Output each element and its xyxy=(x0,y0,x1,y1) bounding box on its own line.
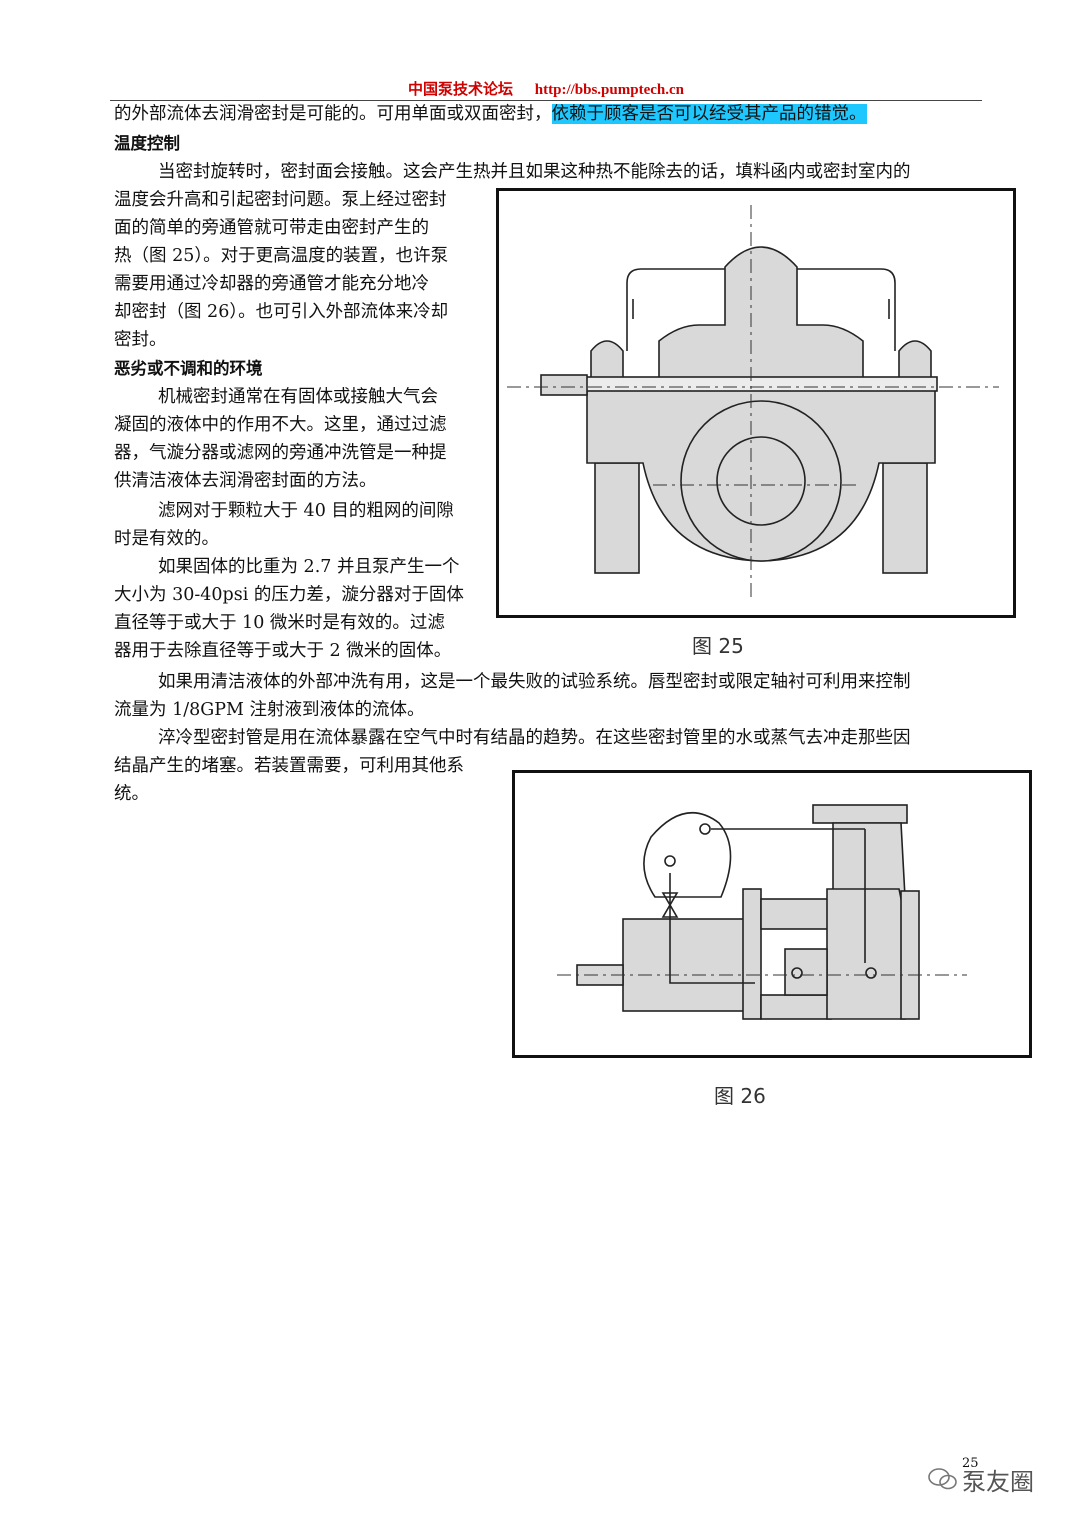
figure-26-caption: 图 26 xyxy=(714,1084,766,1108)
bypass-pipe-left xyxy=(626,268,725,351)
paragraph-line: 的外部流体去润滑密封是可能的。可用单面或双面密封，依赖于顾客是否可以经受其产品的… xyxy=(114,100,867,128)
frame-flange xyxy=(742,888,762,1020)
supply-line xyxy=(669,873,755,984)
shaft-end xyxy=(540,374,588,396)
discharge-nozzle xyxy=(832,822,906,898)
paragraph-line: 大小为 30-40psi 的压力差，漩分器对于固体 xyxy=(114,585,464,605)
header-rule xyxy=(110,100,982,101)
bearing-cap-right xyxy=(898,340,932,382)
adapter-lower xyxy=(760,994,832,1020)
casing xyxy=(826,888,908,1020)
paragraph-line: 器，气漩分器或滤网的旁通冲洗管是一种提 xyxy=(114,443,447,463)
tank-outlet xyxy=(699,823,711,835)
paragraph-line: 直径等于或大于 10 微米时是有效的。过滤 xyxy=(114,613,445,633)
paragraph-line: 统。 xyxy=(114,784,149,804)
highlighted-text: 依赖于顾客是否可以经受其产品的错觉。 xyxy=(551,104,867,124)
figure-25-frame xyxy=(496,188,1016,618)
header-site-name: 中国泵技术论坛 xyxy=(408,82,514,98)
header-url[interactable]: http://bbs.pumptech.cn xyxy=(534,82,684,98)
bearing-housing xyxy=(622,918,748,1012)
impeller-eye xyxy=(716,436,806,526)
paragraph-line: 淬冷型密封管是用在流体暴露在空气中时有结晶的趋势。在这些密封管里的水或蒸气去冲走… xyxy=(158,728,911,748)
heading-temperature-control: 温度控制 xyxy=(114,134,180,153)
paragraph-line: 温度会升高和引起密封问题。泵上经过密封 xyxy=(114,190,447,210)
paragraph-line: 需要用通过冷却器的旁通管才能充分地冷 xyxy=(114,274,429,294)
page-header: 中国泵技术论坛 http://bbs.pumptech.cn xyxy=(110,78,982,100)
paragraph-line: 面的简单的旁通管就可带走由密封产生的 xyxy=(114,218,429,238)
paragraph-line: 当密封旋转时，密封面会接触。这会产生热并且如果这种热不能除去的话，填料函内或密封… xyxy=(158,162,911,182)
valve-icon xyxy=(661,892,679,918)
pump-foot-left xyxy=(594,462,640,574)
split-flange xyxy=(584,376,938,392)
upper-casing xyxy=(658,246,864,382)
discharge-flange xyxy=(812,804,908,824)
casing-cover xyxy=(900,890,920,1020)
paragraph-line: 器用于去除直径等于或大于 2 微米的固体。 xyxy=(114,641,452,661)
figure-25-pump-diagram xyxy=(507,205,999,599)
paragraph-line: 却密封（图 26）。也可引入外部流体来冷却 xyxy=(114,302,449,322)
wechat-icon xyxy=(928,1468,957,1490)
paragraph-line: 流量为 1/8GPM 注射液到液体的流体。 xyxy=(114,700,425,720)
pump-foot-right xyxy=(882,462,928,574)
paragraph-line: 如果固体的比重为 2.7 并且泵产生一个 xyxy=(158,557,460,577)
bypass-pipe-right xyxy=(797,268,896,351)
line1-text: 的外部流体去润滑密封是可能的。可用单面或双面密封， xyxy=(114,104,552,124)
heading-harsh-environment: 恶劣或不调和的环境 xyxy=(114,359,263,378)
page-number: 25 xyxy=(962,1456,979,1471)
figure-26-frame xyxy=(512,770,1032,1058)
paragraph-line: 凝固的液体中的作用不大。这里，通过过滤 xyxy=(114,415,447,435)
figure-25-caption: 图 25 xyxy=(692,634,744,658)
figure-26-pump-diagram xyxy=(557,804,967,1020)
paragraph-line: 如果用清洁液体的外部冲洗有用，这是一个最失败的试验系统。唇型密封或限定轴衬可利用… xyxy=(158,672,911,692)
seal-port xyxy=(791,967,803,979)
cooler-tank xyxy=(643,811,732,898)
paragraph-line: 结晶产生的堵塞。若装置需要，可利用其他系 xyxy=(114,756,464,776)
paragraph-line: 密封。 xyxy=(114,330,167,350)
paragraph-line: 时是有效的。 xyxy=(114,529,219,549)
paragraph-line: 机械密封通常在有固体或接触大气会 xyxy=(158,387,438,407)
gauge-icon xyxy=(664,855,676,867)
adapter-upper xyxy=(760,898,832,930)
paragraph-line: 滤网对于颗粒大于 40 目的粗网的间隙 xyxy=(158,501,454,521)
paragraph-line: 热（图 25）。对于更高温度的装置，也许泵 xyxy=(114,246,449,266)
paragraph-line: 供清洁液体去润滑密封面的方法。 xyxy=(114,471,377,491)
bearing-cap-left xyxy=(590,340,624,382)
watermark-text: 泵友圈 xyxy=(962,1468,1034,1496)
casing-port xyxy=(865,967,877,979)
